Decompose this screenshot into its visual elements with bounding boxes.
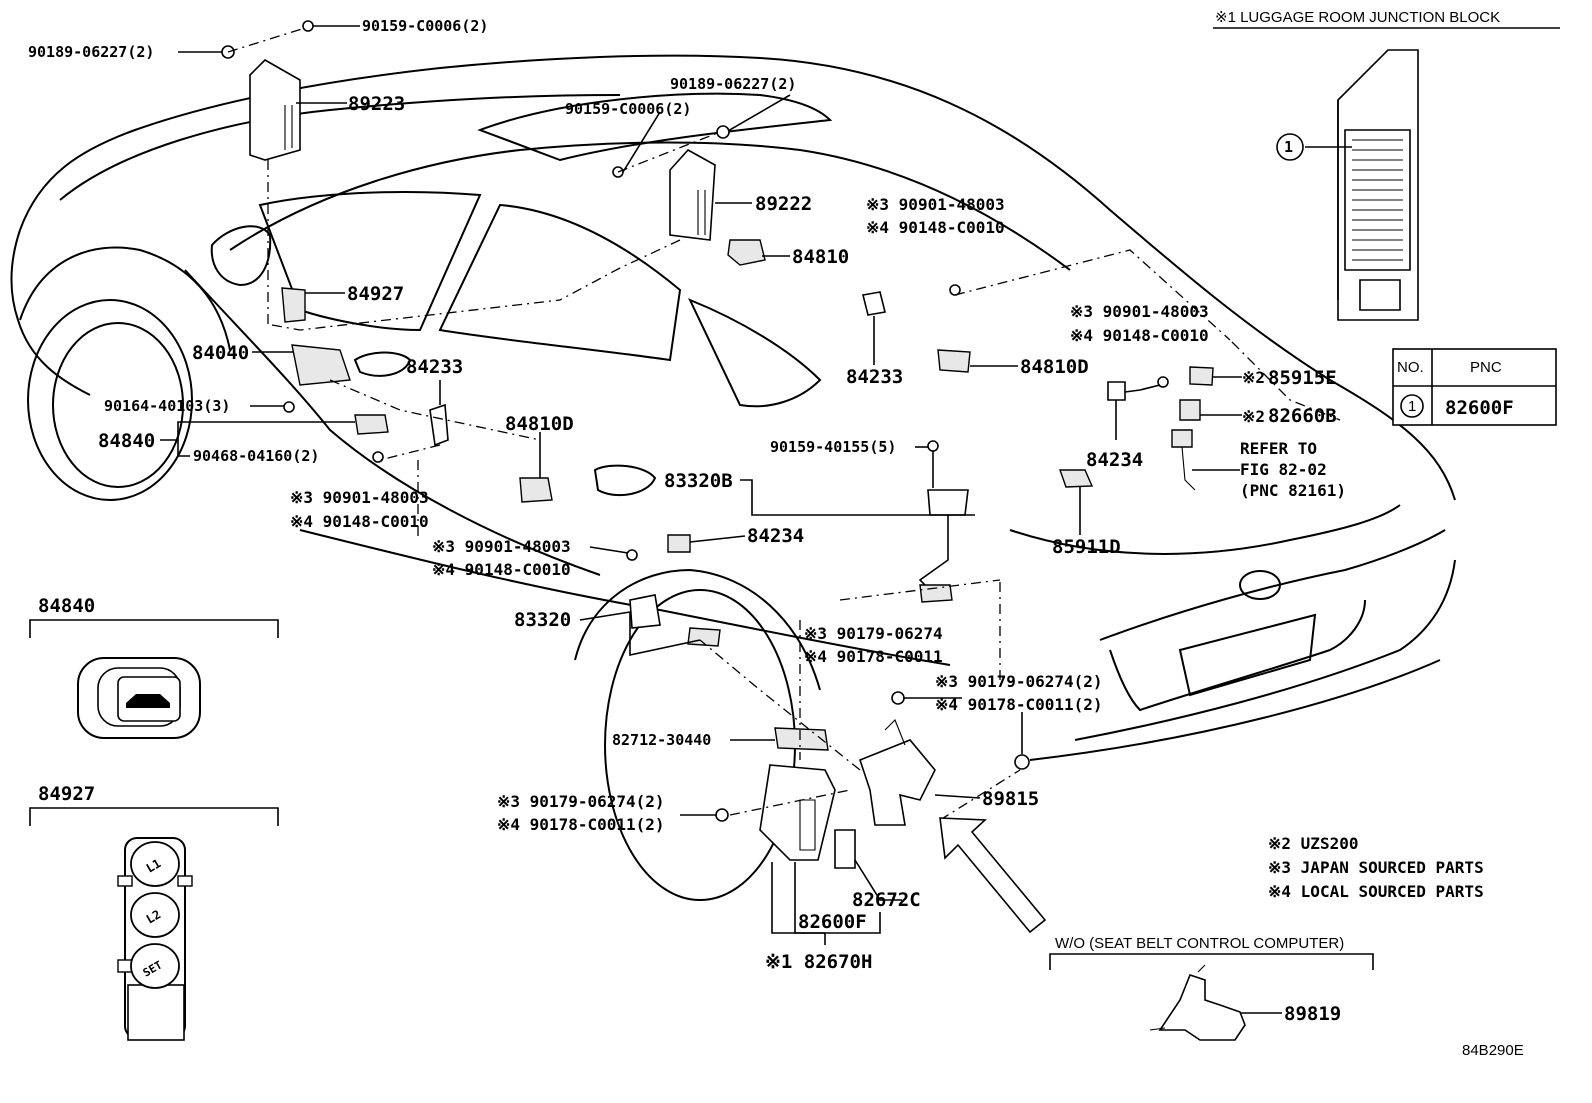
junction-block-drawing	[1213, 27, 1560, 321]
note-a-6: ※3 90179-06274(2)	[935, 672, 1103, 691]
label-84233-left: 84233	[406, 356, 463, 378]
label-85915e: 85915E	[1268, 367, 1337, 389]
label-90159-40155: 90159-40155(5)	[770, 438, 896, 456]
note-b-1: ※4 90148-C0010	[866, 218, 1005, 237]
legend-line-1: ※2 UZS200	[1268, 834, 1358, 853]
leader-lines	[160, 25, 1282, 1014]
label-83320b: 83320B	[664, 470, 733, 492]
inset-84927-title: 84927	[38, 783, 95, 805]
label-84234-mid: 84234	[747, 525, 804, 547]
note-b-6: ※4 90178-C0011(2)	[935, 695, 1103, 714]
text-layer: ※1 LUGGAGE ROOM JUNCTION BLOCK 1 NO. PNC…	[28, 9, 1524, 1059]
memory-l2-button	[130, 892, 180, 938]
seat-button-l1-label: L1	[144, 856, 164, 875]
label-90159-c0006-mid: 90159-C0006(2)	[565, 100, 691, 118]
label-90164-40103: 90164-40103(3)	[104, 397, 230, 415]
legend-line-2: ※3 JAPAN SOURCED PARTS	[1268, 858, 1484, 877]
label-84810: 84810	[792, 246, 849, 268]
table-header-pnc: PNC	[1470, 359, 1502, 376]
pnc-table	[1392, 348, 1557, 426]
label-89815: 89815	[982, 788, 1039, 810]
label-82660b: 82660B	[1268, 405, 1337, 427]
label-90189-06227-left: 90189-06227(2)	[28, 43, 154, 61]
label-84234-right: 84234	[1086, 449, 1143, 471]
parts-drawings	[221, 20, 1214, 869]
note-b-5: ※4 90178-C0011	[804, 647, 943, 666]
table-row-pnc: 82600F	[1445, 397, 1514, 419]
label-90189-06227-mid: 90189-06227(2)	[670, 75, 796, 93]
refer-line-2: FIG 82-02	[1240, 460, 1327, 479]
note-a-4: ※3 90901-48003	[432, 537, 571, 556]
table-row-no: 1	[1408, 398, 1416, 415]
note-a-2: ※3 90901-48003	[1070, 302, 1209, 321]
note-a-5: ※3 90179-06274	[804, 624, 943, 643]
inset-84840	[29, 619, 279, 739]
seat-button-l2-label: L2	[144, 907, 164, 926]
note-b-3: ※4 90148-C0010	[290, 512, 429, 531]
callout-circle-1	[1276, 133, 1304, 161]
label-82670h: ※1 82670H	[765, 951, 872, 973]
label-82672c: 82672C	[852, 889, 921, 911]
label-89819: 89819	[1284, 1003, 1341, 1025]
note-a-3: ※3 90901-48003	[290, 488, 429, 507]
memory-l1-button	[130, 841, 180, 887]
figure-code: 84B290E	[1462, 1042, 1524, 1059]
inset-84840-title: 84840	[38, 595, 95, 617]
label-84040: 84040	[192, 342, 249, 364]
label-mark2-a: ※2	[1242, 368, 1265, 387]
label-89222: 89222	[755, 193, 812, 215]
label-85911d: 85911D	[1052, 536, 1121, 558]
table-header-no: NO.	[1397, 359, 1424, 376]
note-b-4: ※4 90148-C0010	[432, 560, 571, 579]
label-83320: 83320	[514, 609, 571, 631]
dashed-location-lines	[227, 27, 1341, 821]
note-b-2: ※4 90148-C0010	[1070, 326, 1209, 345]
label-84810d-left: 84810D	[505, 413, 574, 435]
note-b-7: ※4 90178-C0011(2)	[497, 815, 665, 834]
label-84927: 84927	[347, 283, 404, 305]
inset-84927	[29, 807, 279, 1041]
label-90468-04160: 90468-04160(2)	[193, 447, 319, 465]
label-82712-30440: 82712-30440	[612, 731, 711, 749]
label-89223: 89223	[348, 93, 405, 115]
label-82600f: 82600F	[798, 911, 867, 933]
callout-1-label: 1	[1284, 138, 1293, 156]
label-84810d-right: 84810D	[1020, 356, 1089, 378]
label-mark2-b: ※2	[1242, 407, 1265, 426]
location-arrow	[939, 817, 1047, 934]
refer-line-3: (PNC 82161)	[1240, 481, 1346, 500]
label-84840: 84840	[98, 430, 155, 452]
label-90159-c0006-top: 90159-C0006(2)	[362, 17, 488, 35]
trunk-open-icon	[126, 694, 170, 708]
label-84233-right: 84233	[846, 366, 903, 388]
legend-line-3: ※4 LOCAL SOURCED PARTS	[1268, 882, 1484, 901]
inset-without-seat-belt-computer	[1049, 953, 1374, 1041]
junction-block-title: ※1 LUGGAGE ROOM JUNCTION BLOCK	[1215, 9, 1500, 26]
note-a-1: ※3 90901-48003	[866, 195, 1005, 214]
car-outline	[10, 54, 1456, 901]
inset-wo-title: W/O (SEAT BELT CONTROL COMPUTER)	[1055, 935, 1344, 952]
note-a-7: ※3 90179-06274(2)	[497, 792, 665, 811]
memory-set-button	[130, 943, 180, 989]
refer-line-1: REFER TO	[1240, 439, 1317, 458]
